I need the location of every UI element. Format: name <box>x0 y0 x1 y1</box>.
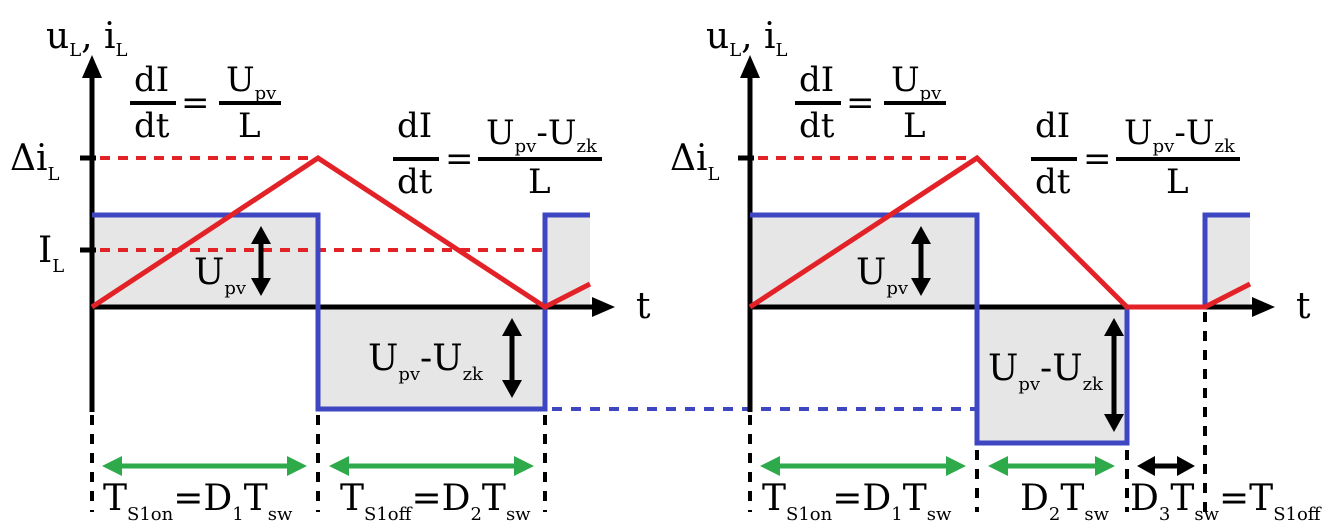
upv-label: Upv <box>856 252 909 299</box>
slope-equation-on: dI dt = Upv L <box>130 60 281 146</box>
svg-text:Upv-Uzk: Upv-Uzk <box>1124 113 1236 157</box>
toff-interval-label: TS1off=D2Tsw <box>340 478 531 525</box>
y-axis-arrow-icon <box>740 55 760 78</box>
ton-arrow-left-icon <box>760 456 780 476</box>
svg-text:L: L <box>1166 162 1189 202</box>
toff-arrow-right-icon <box>514 456 534 476</box>
axis-label: uL, iL <box>46 16 128 61</box>
toff-arrow-left-icon <box>329 456 349 476</box>
svg-text:dt: dt <box>397 162 433 202</box>
svg-text:dI: dI <box>397 106 432 146</box>
inductor-current-trace <box>748 154 1252 310</box>
svg-text:=: = <box>181 83 210 123</box>
upvzk-arrow-down-icon <box>1104 414 1124 432</box>
d2-interval-label: D2Tsw <box>1020 478 1110 525</box>
slope-equation-off: dI dt = Upv-Uzk L <box>1031 106 1240 202</box>
upv-arrow-up-icon <box>911 226 931 244</box>
upv-arrow-up-icon <box>251 226 271 244</box>
upvzk-area <box>318 307 545 409</box>
il-label: IL <box>38 230 64 277</box>
t-axis-label: t <box>636 286 651 327</box>
svg-text:Upv-Uzk: Upv-Uzk <box>486 113 598 157</box>
svg-text:=: = <box>846 83 875 123</box>
svg-text:dI: dI <box>1035 106 1070 146</box>
t-axis-arrow-icon <box>1252 297 1275 317</box>
svg-text:Upv: Upv <box>226 60 277 104</box>
t-axis-arrow-icon <box>592 297 615 317</box>
d3-arrow-left-icon <box>1137 456 1155 476</box>
upv-label: Upv <box>194 252 247 299</box>
svg-text:L: L <box>528 162 551 202</box>
axis-label: uL, iL <box>706 16 788 61</box>
upv-area-next <box>545 215 590 307</box>
ton-interval-label: TS1on=D1Tsw <box>762 478 952 525</box>
ton-arrow-right-icon <box>946 456 966 476</box>
delta-il-label: ΔiL <box>670 138 720 185</box>
d2-arrow-left-icon <box>988 456 1008 476</box>
upvzk-arrow-down-icon <box>502 380 522 398</box>
panel-dcm: uL, iL t ΔiL dI dt = Upv L dI dt = Upv-U… <box>670 16 1322 525</box>
inductor-current-trace <box>90 155 592 310</box>
delta-il-label: ΔiL <box>10 138 60 185</box>
d3-interval-label: D3Tsw=TS1off <box>1130 478 1322 525</box>
y-axis-arrow-icon <box>82 55 102 78</box>
inductor-voltage-trace <box>92 212 590 412</box>
svg-text:dt: dt <box>1035 162 1071 202</box>
svg-text:Upv: Upv <box>891 60 942 104</box>
upv-arrow-down-icon <box>251 278 271 296</box>
upv-arrow-down-icon <box>911 278 931 296</box>
svg-text:=: = <box>445 139 474 179</box>
ton-arrow-left-icon <box>102 456 122 476</box>
slope-equation-off: dI dt = Upv-Uzk L <box>393 106 602 202</box>
panel-ccm: uL, iL t ΔiL IL dI dt = Upv L dI dt = Up… <box>10 16 975 525</box>
svg-text:dI: dI <box>799 60 834 100</box>
d3-arrow-right-icon <box>1177 456 1195 476</box>
svg-text:dt: dt <box>799 106 835 146</box>
slope-equation-on: dI dt = Upv L <box>795 60 946 146</box>
svg-text:L: L <box>238 106 261 146</box>
upvzk-arrow-up-icon <box>502 318 522 336</box>
inductor-voltage-trace <box>750 212 1130 446</box>
upvzk-label: Upv-Uzk <box>988 348 1104 395</box>
upvzk-label: Upv-Uzk <box>368 338 484 385</box>
ton-interval-label: TS1on=D1Tsw <box>103 478 293 525</box>
svg-text:dt: dt <box>134 106 170 146</box>
t-axis-label: t <box>1296 286 1311 327</box>
d2-arrow-right-icon <box>1095 456 1115 476</box>
upvzk-area <box>977 307 1127 443</box>
upvzk-arrow-up-icon <box>1104 318 1124 336</box>
inductor-voltage-trace-next <box>1202 212 1250 307</box>
svg-text:L: L <box>903 106 926 146</box>
svg-text:dI: dI <box>134 60 169 100</box>
upv-area-next <box>1205 215 1250 307</box>
ton-arrow-right-icon <box>287 456 307 476</box>
svg-text:=: = <box>1083 139 1112 179</box>
